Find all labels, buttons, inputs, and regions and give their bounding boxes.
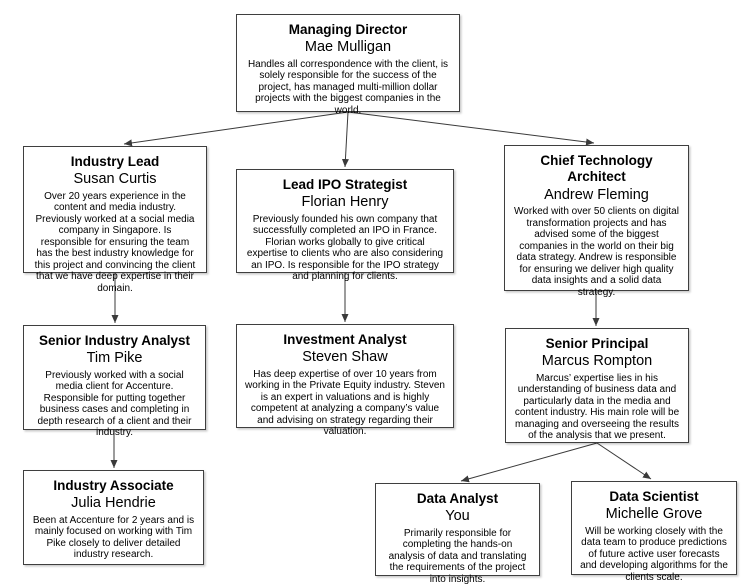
org-node-data-scientist: Data Scientist Michelle Grove Will be wo… [571,481,737,583]
person-name: You [445,508,470,525]
person-name: Florian Henry [301,194,389,211]
role-title: Data Scientist [609,489,699,504]
org-node-managing-director: Managing Director Mae Mulligan Handles a… [236,14,460,116]
edge-sp-to-ds [596,442,652,480]
role-description: Has deep expertise of over 10 years from… [245,368,445,438]
org-node-data-analyst: Data Analyst You Primarily responsible f… [375,483,540,585]
role-description: Been at Accenture for 2 years and is mai… [32,514,195,561]
edge-md-to-lead-ipo [341,111,349,168]
role-description: Marcus’ expertise lies in his understand… [514,372,680,442]
org-node-senior-industry-analyst: Senior Industry Analyst Tim Pike Previou… [23,325,206,438]
role-description: Over 20 years experience in the content … [34,190,196,294]
role-title: Data Analyst [416,491,499,506]
org-node-industry-associate: Industry Associate Julia Hendrie Been at… [23,470,204,565]
person-name: Marcus Rompton [541,353,653,370]
edge-md-to-cta [347,111,595,146]
person-name: Susan Curtis [73,171,157,188]
role-title: Senior Principal [545,336,649,351]
org-node-chief-technology-architect: Chief Technology Architect Andrew Flemin… [504,145,689,298]
role-title: Industry Associate [53,478,174,493]
person-name: Julia Hendrie [71,495,156,512]
role-title: Industry Lead [70,154,160,169]
role-title: Chief Technology Architect [540,153,653,185]
org-node-senior-principal: Senior Principal Marcus Rompton Marcus’ … [505,328,689,443]
org-node-industry-lead: Industry Lead Susan Curtis Over 20 years… [23,146,207,294]
role-title: Investment Analyst [283,332,407,347]
role-description: Handles all correspondence with the clie… [247,58,449,116]
role-description: Will be working closely with the data te… [580,525,728,583]
role-description: Previously worked with a social media cl… [37,369,192,439]
person-name: Andrew Fleming [544,186,649,203]
person-name: Michelle Grove [605,506,703,523]
person-name: Steven Shaw [302,349,388,366]
role-title: Managing Director [288,22,408,37]
org-node-lead-ipo-strategist: Lead IPO Strategist Florian Henry Previo… [236,169,454,282]
person-name: Mae Mulligan [304,39,392,56]
role-title: Senior Industry Analyst [38,333,191,348]
role-description: Primarily responsible for completing the… [388,527,527,585]
edge-sp-to-da [460,442,598,483]
org-node-investment-analyst: Investment Analyst Steven Shaw Has deep … [236,324,454,437]
role-title: Lead IPO Strategist [282,177,408,192]
role-description: Worked with over 50 clients on digital t… [514,206,679,298]
role-description: Previously founded his own company that … [246,213,444,283]
edge-md-to-industry-lead [123,111,349,147]
person-name: Tim Pike [86,350,143,367]
